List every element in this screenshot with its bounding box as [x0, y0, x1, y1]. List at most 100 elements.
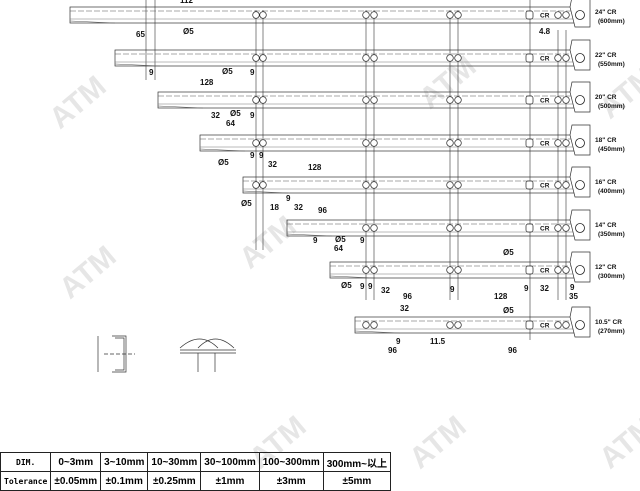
- dim-label: 64: [226, 119, 235, 128]
- reference-lines: [145, 0, 567, 340]
- dim-label: 9: [250, 151, 255, 160]
- dim-label: Ø5: [183, 27, 194, 36]
- rail-bracket: [569, 251, 591, 283]
- tolerance-table: DIM. 0~3mm 3~10mm 10~30mm 30~100mm 100~3…: [0, 452, 392, 491]
- dim-label: 9: [259, 151, 264, 160]
- rail-size-label: 18" CR: [595, 137, 617, 144]
- dimension-labels: 112 Ø5 65 4.8 9 Ø5 9 128 32 Ø5 9 64 Ø5 9…: [136, 0, 578, 355]
- table-cell: 30~100mm: [200, 452, 260, 472]
- mounting-hole: [446, 11, 454, 19]
- rail-bracket: [569, 39, 591, 71]
- dim-label: 9: [286, 194, 291, 203]
- dim-label: 32: [268, 160, 277, 169]
- rail-size-label: 12" CR: [595, 264, 617, 271]
- dim-label: 9: [250, 111, 255, 120]
- dim-label: Ø5: [218, 158, 229, 167]
- watermark: ATM: [43, 70, 112, 136]
- mounting-hole: [252, 96, 260, 104]
- dim-label: 9: [570, 283, 575, 292]
- mounting-hole: [454, 224, 462, 232]
- mounting-hole: [562, 266, 570, 274]
- table-row: Tolerance ±0.05mm ±0.1mm ±0.25mm ±1mm ±3…: [0, 471, 392, 491]
- rail-marker: CR: [540, 323, 550, 330]
- dim-label: 128: [308, 163, 322, 172]
- rail-bracket: [569, 0, 591, 28]
- rail-length-label: (350mm): [598, 231, 625, 238]
- bracket-hole: [575, 265, 585, 275]
- dim-label: 9: [368, 282, 373, 291]
- table-cell: 300mm~以上: [322, 452, 392, 472]
- mounting-hole: [454, 139, 462, 147]
- dim-label: Ø5: [241, 199, 252, 208]
- mounting-hole: [362, 321, 370, 329]
- bracket-hole: [575, 223, 585, 233]
- rail-length-label: (550mm): [598, 61, 625, 68]
- mounting-hole: [554, 11, 562, 19]
- mounting-hole: [562, 181, 570, 189]
- rail-body: [354, 316, 586, 334]
- mounting-hole: [562, 321, 570, 329]
- mounting-hole: [562, 139, 570, 147]
- dim-label: 64: [334, 244, 343, 253]
- rail-length-label: (300mm): [598, 273, 625, 280]
- table-cell: ±5mm: [322, 471, 392, 491]
- rail-size-label: 20" CR: [595, 94, 617, 101]
- dim-label: 96: [388, 346, 397, 355]
- table-cell: Tolerance: [0, 471, 52, 491]
- table-cell: ±0.25mm: [147, 471, 202, 491]
- dim-label: 96: [318, 206, 327, 215]
- cross-section-b: [179, 338, 236, 372]
- table-cell: ±0.05mm: [50, 471, 102, 491]
- mounting-hole: [252, 181, 260, 189]
- dim-label: 9: [149, 68, 154, 77]
- mounting-hole: [446, 54, 454, 62]
- mounting-hole: [259, 96, 267, 104]
- mounting-hole: [259, 139, 267, 147]
- rail-length-label: (450mm): [598, 146, 625, 153]
- mounting-hole: [454, 266, 462, 274]
- bracket-hole: [575, 53, 585, 63]
- bracket-hole: [575, 180, 585, 190]
- dim-label: 128: [494, 292, 508, 301]
- dim-label: 32: [211, 111, 220, 120]
- mounting-hole: [252, 11, 260, 19]
- mounting-hole: [562, 96, 570, 104]
- dim-label: 4.8: [539, 27, 551, 36]
- rail-size-label: 14" CR: [595, 222, 617, 229]
- mounting-hole: [252, 54, 260, 62]
- dim-label: 32: [540, 284, 549, 293]
- bracket-hole: [575, 320, 585, 330]
- dim-label: 18: [270, 203, 279, 212]
- watermarks: ATM ATM ATM ATM ATM ATM ATM ATM: [43, 50, 640, 476]
- dim-label: 96: [508, 346, 517, 355]
- mounting-hole: [446, 224, 454, 232]
- rail-marker: CR: [540, 56, 550, 63]
- mounting-hole: [370, 96, 378, 104]
- dim-label: 96: [403, 292, 412, 301]
- dim-label: Ø5: [230, 109, 241, 118]
- dim-label: Ø5: [503, 306, 514, 315]
- mounting-hole: [370, 224, 378, 232]
- slot-hole: [525, 53, 534, 63]
- table-cell: 0~3mm: [50, 452, 102, 472]
- mounting-hole: [454, 54, 462, 62]
- mounting-hole: [446, 266, 454, 274]
- mounting-hole: [362, 139, 370, 147]
- rail-bracket: [569, 166, 591, 198]
- mounting-hole: [446, 321, 454, 329]
- slot-hole: [525, 138, 534, 148]
- mounting-hole: [454, 181, 462, 189]
- mounting-hole: [362, 96, 370, 104]
- mounting-hole: [362, 266, 370, 274]
- table-header-row: DIM. 0~3mm 3~10mm 10~30mm 30~100mm 100~3…: [0, 452, 392, 472]
- table-cell: ±0.1mm: [100, 471, 149, 491]
- dim-label: 9: [524, 284, 529, 293]
- dim-label: 65: [136, 30, 145, 39]
- mounting-hole: [362, 54, 370, 62]
- slot-hole: [525, 180, 534, 190]
